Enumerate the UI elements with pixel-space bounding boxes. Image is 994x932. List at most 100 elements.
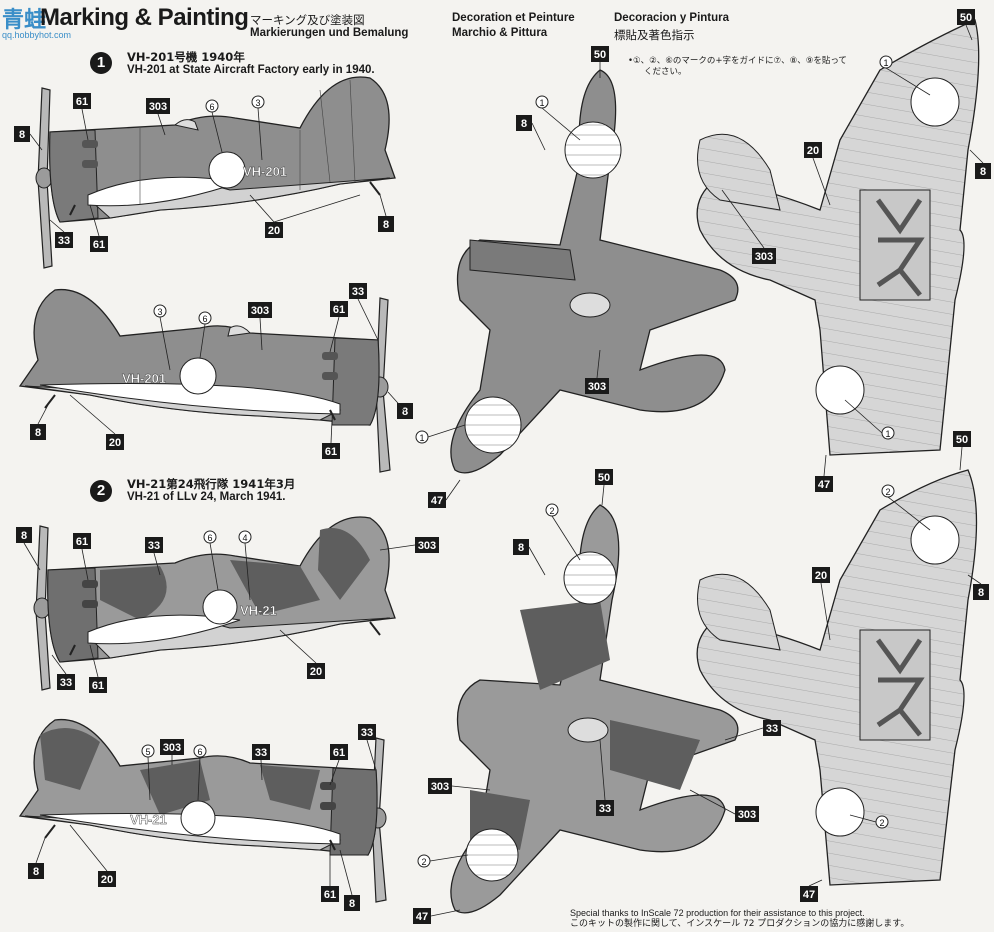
callout-box-20c: 20 bbox=[804, 142, 822, 158]
svg-text:8: 8 bbox=[980, 166, 986, 178]
svg-text:303: 303 bbox=[755, 251, 773, 263]
svg-text:50: 50 bbox=[960, 12, 972, 24]
svg-text:61: 61 bbox=[333, 747, 345, 759]
callout-box-20: 20 bbox=[265, 222, 283, 238]
svg-text:20: 20 bbox=[310, 666, 322, 678]
svg-text:8: 8 bbox=[978, 587, 984, 599]
header-lang-cn: 標貼及著色指示 bbox=[614, 28, 695, 42]
callout-box-8d: 8 bbox=[30, 424, 46, 440]
callouts: 8 33 61 61 303 20 bbox=[14, 9, 991, 924]
callout-circle-4: 4 bbox=[238, 530, 252, 544]
svg-text:303: 303 bbox=[418, 540, 436, 552]
plan-bottom-2 bbox=[696, 469, 978, 886]
svg-text:20: 20 bbox=[815, 570, 827, 582]
svg-text:1: 1 bbox=[883, 58, 888, 68]
callout-circle-2: 2 bbox=[545, 503, 559, 517]
svg-text:8: 8 bbox=[349, 898, 355, 910]
svg-text:33: 33 bbox=[148, 540, 160, 552]
scheme-2-caption-jp: VH-21第24飛行隊 1941年3月 bbox=[127, 477, 296, 491]
header-lang-jp: マーキング及び塗装図 bbox=[250, 13, 365, 27]
callout-box-20d: 20 bbox=[307, 663, 325, 679]
header-lang-fr: Decoration et Peinture bbox=[452, 12, 575, 24]
callout-circle-2b: 2 bbox=[417, 854, 431, 868]
callout-box-33g: 33 bbox=[763, 720, 781, 736]
fuselage-code-2a: VH-21 bbox=[240, 603, 277, 618]
svg-text:8: 8 bbox=[402, 406, 408, 418]
callout-circle-5: 5 bbox=[141, 744, 155, 758]
callout-box-33f: 33 bbox=[358, 724, 376, 740]
callout-circle-6: 6 bbox=[205, 99, 219, 113]
svg-text:1: 1 bbox=[885, 429, 890, 439]
svg-text:303: 303 bbox=[251, 305, 269, 317]
svg-text:20: 20 bbox=[101, 874, 113, 886]
side-view-2a: VH-21 bbox=[33, 516, 396, 691]
callout-box-303b: 303 bbox=[248, 302, 272, 318]
decal-note-line1: •①、②、⑥のマークの+字をガイドに⑦、⑧、⑨を貼って bbox=[628, 56, 847, 66]
watermark-url: qq.hobbyhot.com bbox=[2, 30, 72, 40]
callout-box-50: 50 bbox=[591, 46, 609, 62]
svg-text:3: 3 bbox=[157, 307, 162, 317]
plan-top-2 bbox=[450, 504, 739, 914]
scheme-1-number: 1 bbox=[90, 52, 112, 74]
callout-box-303: 303 bbox=[146, 98, 170, 114]
svg-text:61: 61 bbox=[92, 680, 104, 692]
callout-box-8j: 8 bbox=[513, 539, 529, 555]
callout-box-50b: 50 bbox=[957, 9, 975, 25]
plan-bottom-1 bbox=[696, 19, 980, 456]
svg-text:8: 8 bbox=[518, 542, 524, 554]
fuselage-code-2b: VH-21 bbox=[130, 812, 167, 827]
callout-box-61: 61 bbox=[73, 93, 91, 109]
svg-text:47: 47 bbox=[818, 479, 830, 491]
svg-text:33: 33 bbox=[361, 727, 373, 739]
svg-text:8: 8 bbox=[21, 530, 27, 542]
callout-box-20e: 20 bbox=[98, 871, 116, 887]
svg-text:1: 1 bbox=[539, 98, 544, 108]
scheme-1-caption-jp: VH-201号機 1940年 bbox=[127, 50, 245, 64]
callout-box-61d: 61 bbox=[322, 443, 340, 459]
svg-text:33: 33 bbox=[58, 235, 70, 247]
callout-box-20b: 20 bbox=[106, 434, 124, 450]
header-lang-es: Decoracion y Pintura bbox=[614, 12, 730, 24]
svg-text:20: 20 bbox=[268, 225, 280, 237]
callout-box-33e: 33 bbox=[252, 744, 270, 760]
svg-text:6: 6 bbox=[209, 102, 214, 112]
svg-text:61: 61 bbox=[324, 889, 336, 901]
svg-text:303: 303 bbox=[163, 742, 181, 754]
svg-text:50: 50 bbox=[956, 434, 968, 446]
svg-text:33: 33 bbox=[255, 747, 267, 759]
svg-text:1: 1 bbox=[419, 433, 424, 443]
callout-box-33: 33 bbox=[55, 232, 73, 248]
plan-top-1 bbox=[450, 69, 739, 474]
header-lang-de: Markierungen und Bemalung bbox=[250, 27, 409, 39]
svg-text:33: 33 bbox=[352, 286, 364, 298]
fuselage-code-1b: VH-201 bbox=[122, 371, 166, 386]
callout-box-50c: 50 bbox=[953, 431, 971, 447]
svg-text:33: 33 bbox=[599, 803, 611, 815]
watermark-logo: 青蛙 bbox=[2, 7, 47, 32]
svg-text:61: 61 bbox=[76, 536, 88, 548]
svg-text:2: 2 bbox=[549, 506, 554, 516]
side-view-1b: VH-201 bbox=[18, 288, 391, 473]
callout-box-33h: 33 bbox=[596, 800, 614, 816]
page-title: Marking & Painting bbox=[40, 4, 249, 31]
svg-text:47: 47 bbox=[431, 495, 443, 507]
callout-box-47: 47 bbox=[428, 492, 446, 508]
callout-box-303f: 303 bbox=[160, 739, 184, 755]
callout-box-33d: 33 bbox=[57, 674, 75, 690]
decal-note: •①、②、⑥のマークの+字をガイドに⑦、⑧、⑨を貼って ください。 bbox=[628, 56, 847, 78]
svg-text:8: 8 bbox=[33, 866, 39, 878]
callout-box-33b: 33 bbox=[349, 283, 367, 299]
callout-circle-3b: 3 bbox=[153, 304, 167, 318]
callout-box-47c: 47 bbox=[413, 908, 431, 924]
footer-credits: Special thanks to InScale 72 production … bbox=[570, 908, 909, 930]
svg-text:2: 2 bbox=[879, 818, 884, 828]
svg-text:303: 303 bbox=[738, 809, 756, 821]
callout-box-303c: 303 bbox=[585, 378, 609, 394]
callout-box-8k: 8 bbox=[973, 584, 989, 600]
svg-text:61: 61 bbox=[93, 239, 105, 251]
callout-box-47b: 47 bbox=[815, 476, 833, 492]
callout-circle-1c: 1 bbox=[879, 55, 893, 69]
svg-text:303: 303 bbox=[149, 101, 167, 113]
decal-note-line2: ください。 bbox=[644, 67, 687, 77]
